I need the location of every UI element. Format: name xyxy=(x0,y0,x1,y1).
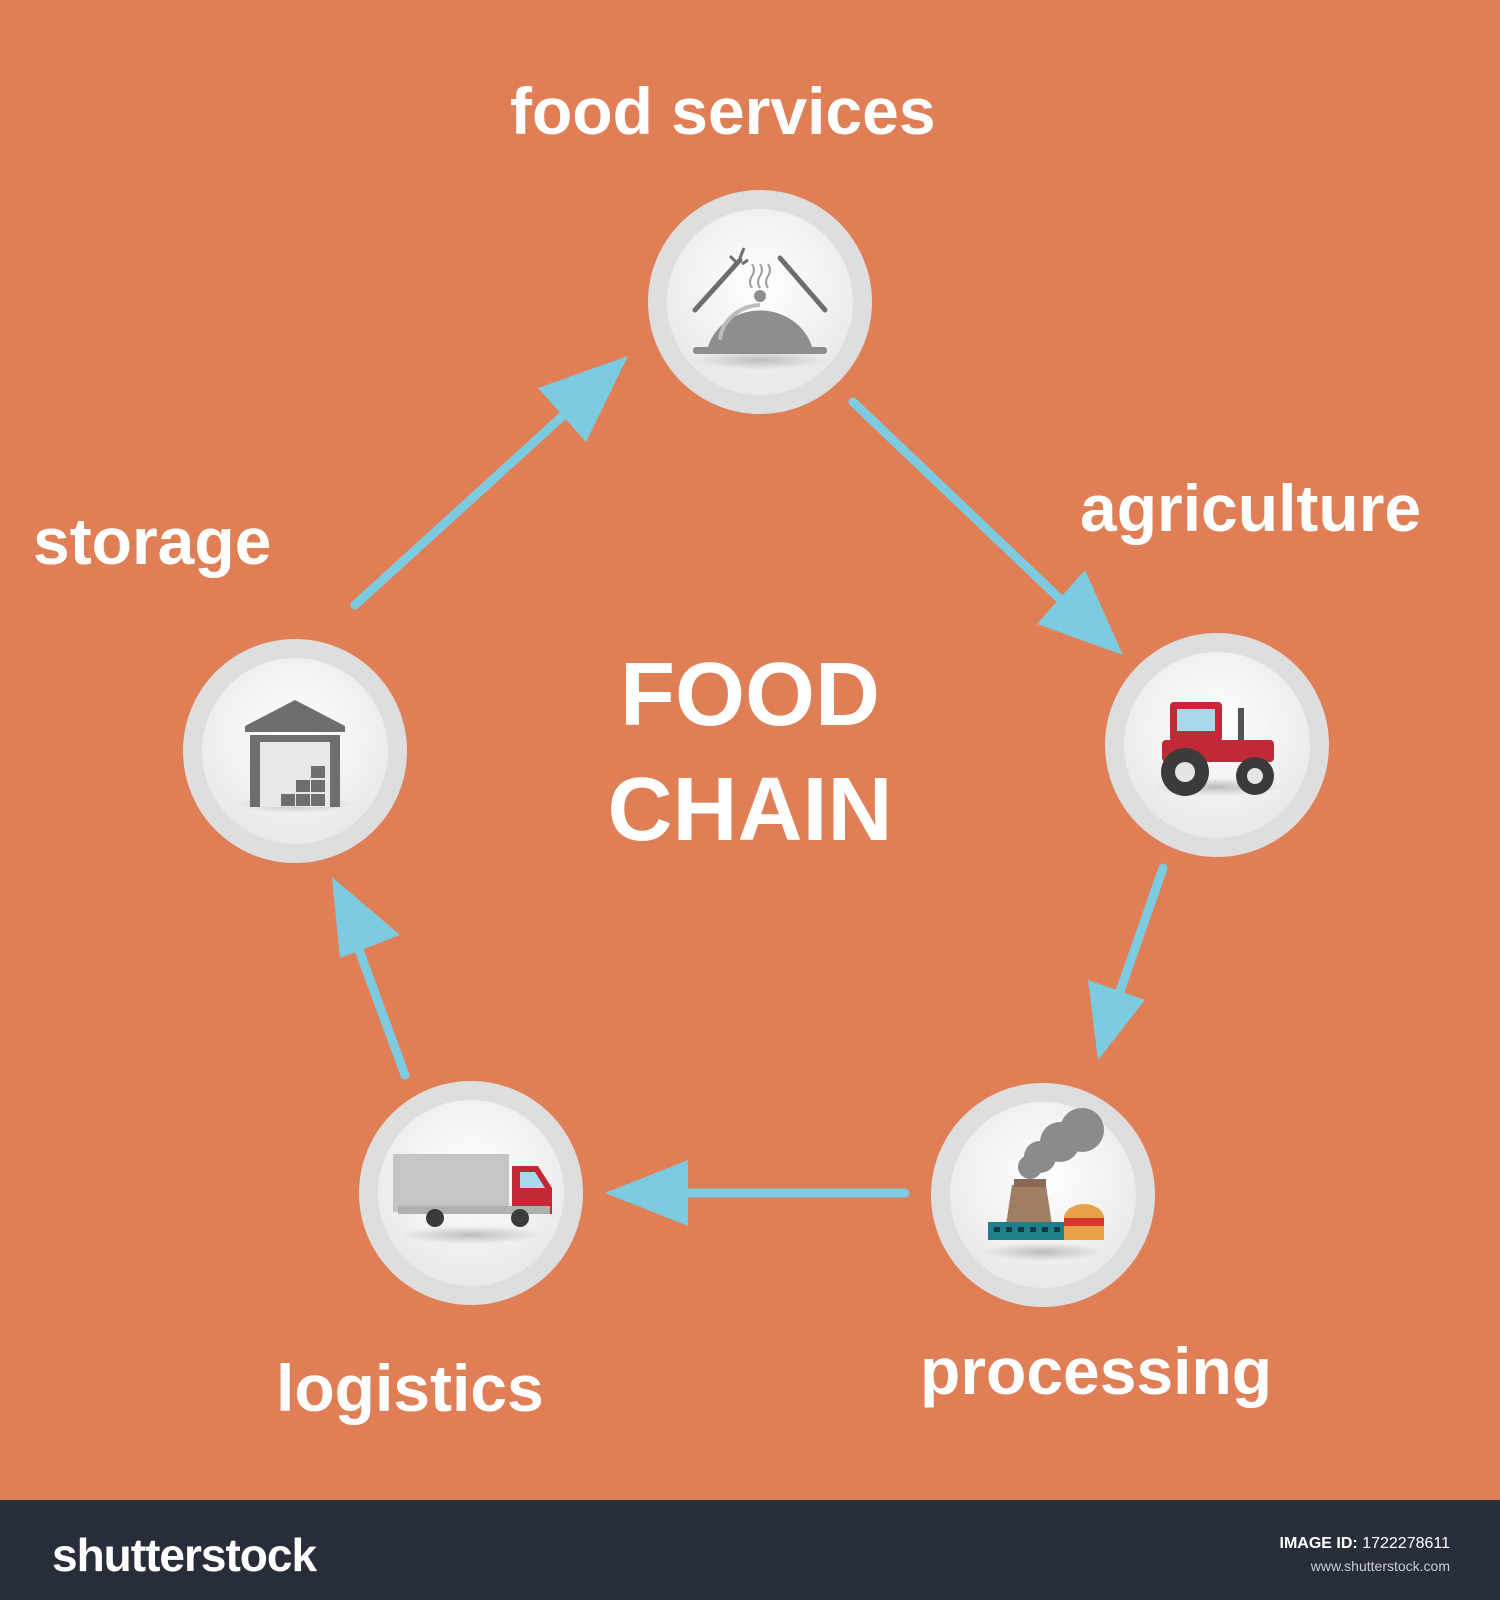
title-line-2: CHAIN xyxy=(607,760,893,860)
food-chain-diagram xyxy=(183,190,1329,1307)
label-food-services: food services xyxy=(510,74,936,148)
arrow-logistics-to-storage xyxy=(332,877,410,1080)
arrow-storage-to-food-services xyxy=(350,356,628,610)
warehouse-icon xyxy=(245,700,345,807)
image-id-block: IMAGE ID: 1722278611 www.shutterstock.co… xyxy=(1280,1532,1450,1577)
image-id-label: IMAGE ID: xyxy=(1279,1535,1358,1552)
label-agriculture: agriculture xyxy=(1080,471,1422,545)
footer-bar: shutterstock IMAGE ID: 1722278611 www.sh… xyxy=(0,1500,1500,1600)
node-food-services xyxy=(648,190,872,414)
node-storage xyxy=(183,639,407,863)
node-processing xyxy=(931,1083,1155,1307)
arrow-processing-to-logistics xyxy=(605,1160,910,1226)
brand-logo: shutterstock xyxy=(52,1529,317,1581)
tractor-icon xyxy=(1161,702,1274,796)
factory-icon xyxy=(988,1108,1104,1240)
truck-icon xyxy=(393,1154,552,1227)
arrow-food-services-to-agriculture xyxy=(848,397,1123,655)
diagram-canvas: food services agriculture processing log… xyxy=(33,74,1422,1425)
arrow-agriculture-to-processing xyxy=(1088,863,1168,1060)
site-url: www.shutterstock.com xyxy=(1310,1558,1450,1574)
title-line-1: FOOD xyxy=(620,645,880,745)
label-logistics: logistics xyxy=(276,1351,544,1425)
node-logistics xyxy=(359,1081,583,1305)
node-agriculture xyxy=(1105,633,1329,857)
label-storage: storage xyxy=(33,504,272,578)
image-id-value: 1722278611 xyxy=(1362,1535,1450,1552)
label-processing: processing xyxy=(920,1334,1273,1408)
serving-cloche-icon xyxy=(692,247,828,354)
